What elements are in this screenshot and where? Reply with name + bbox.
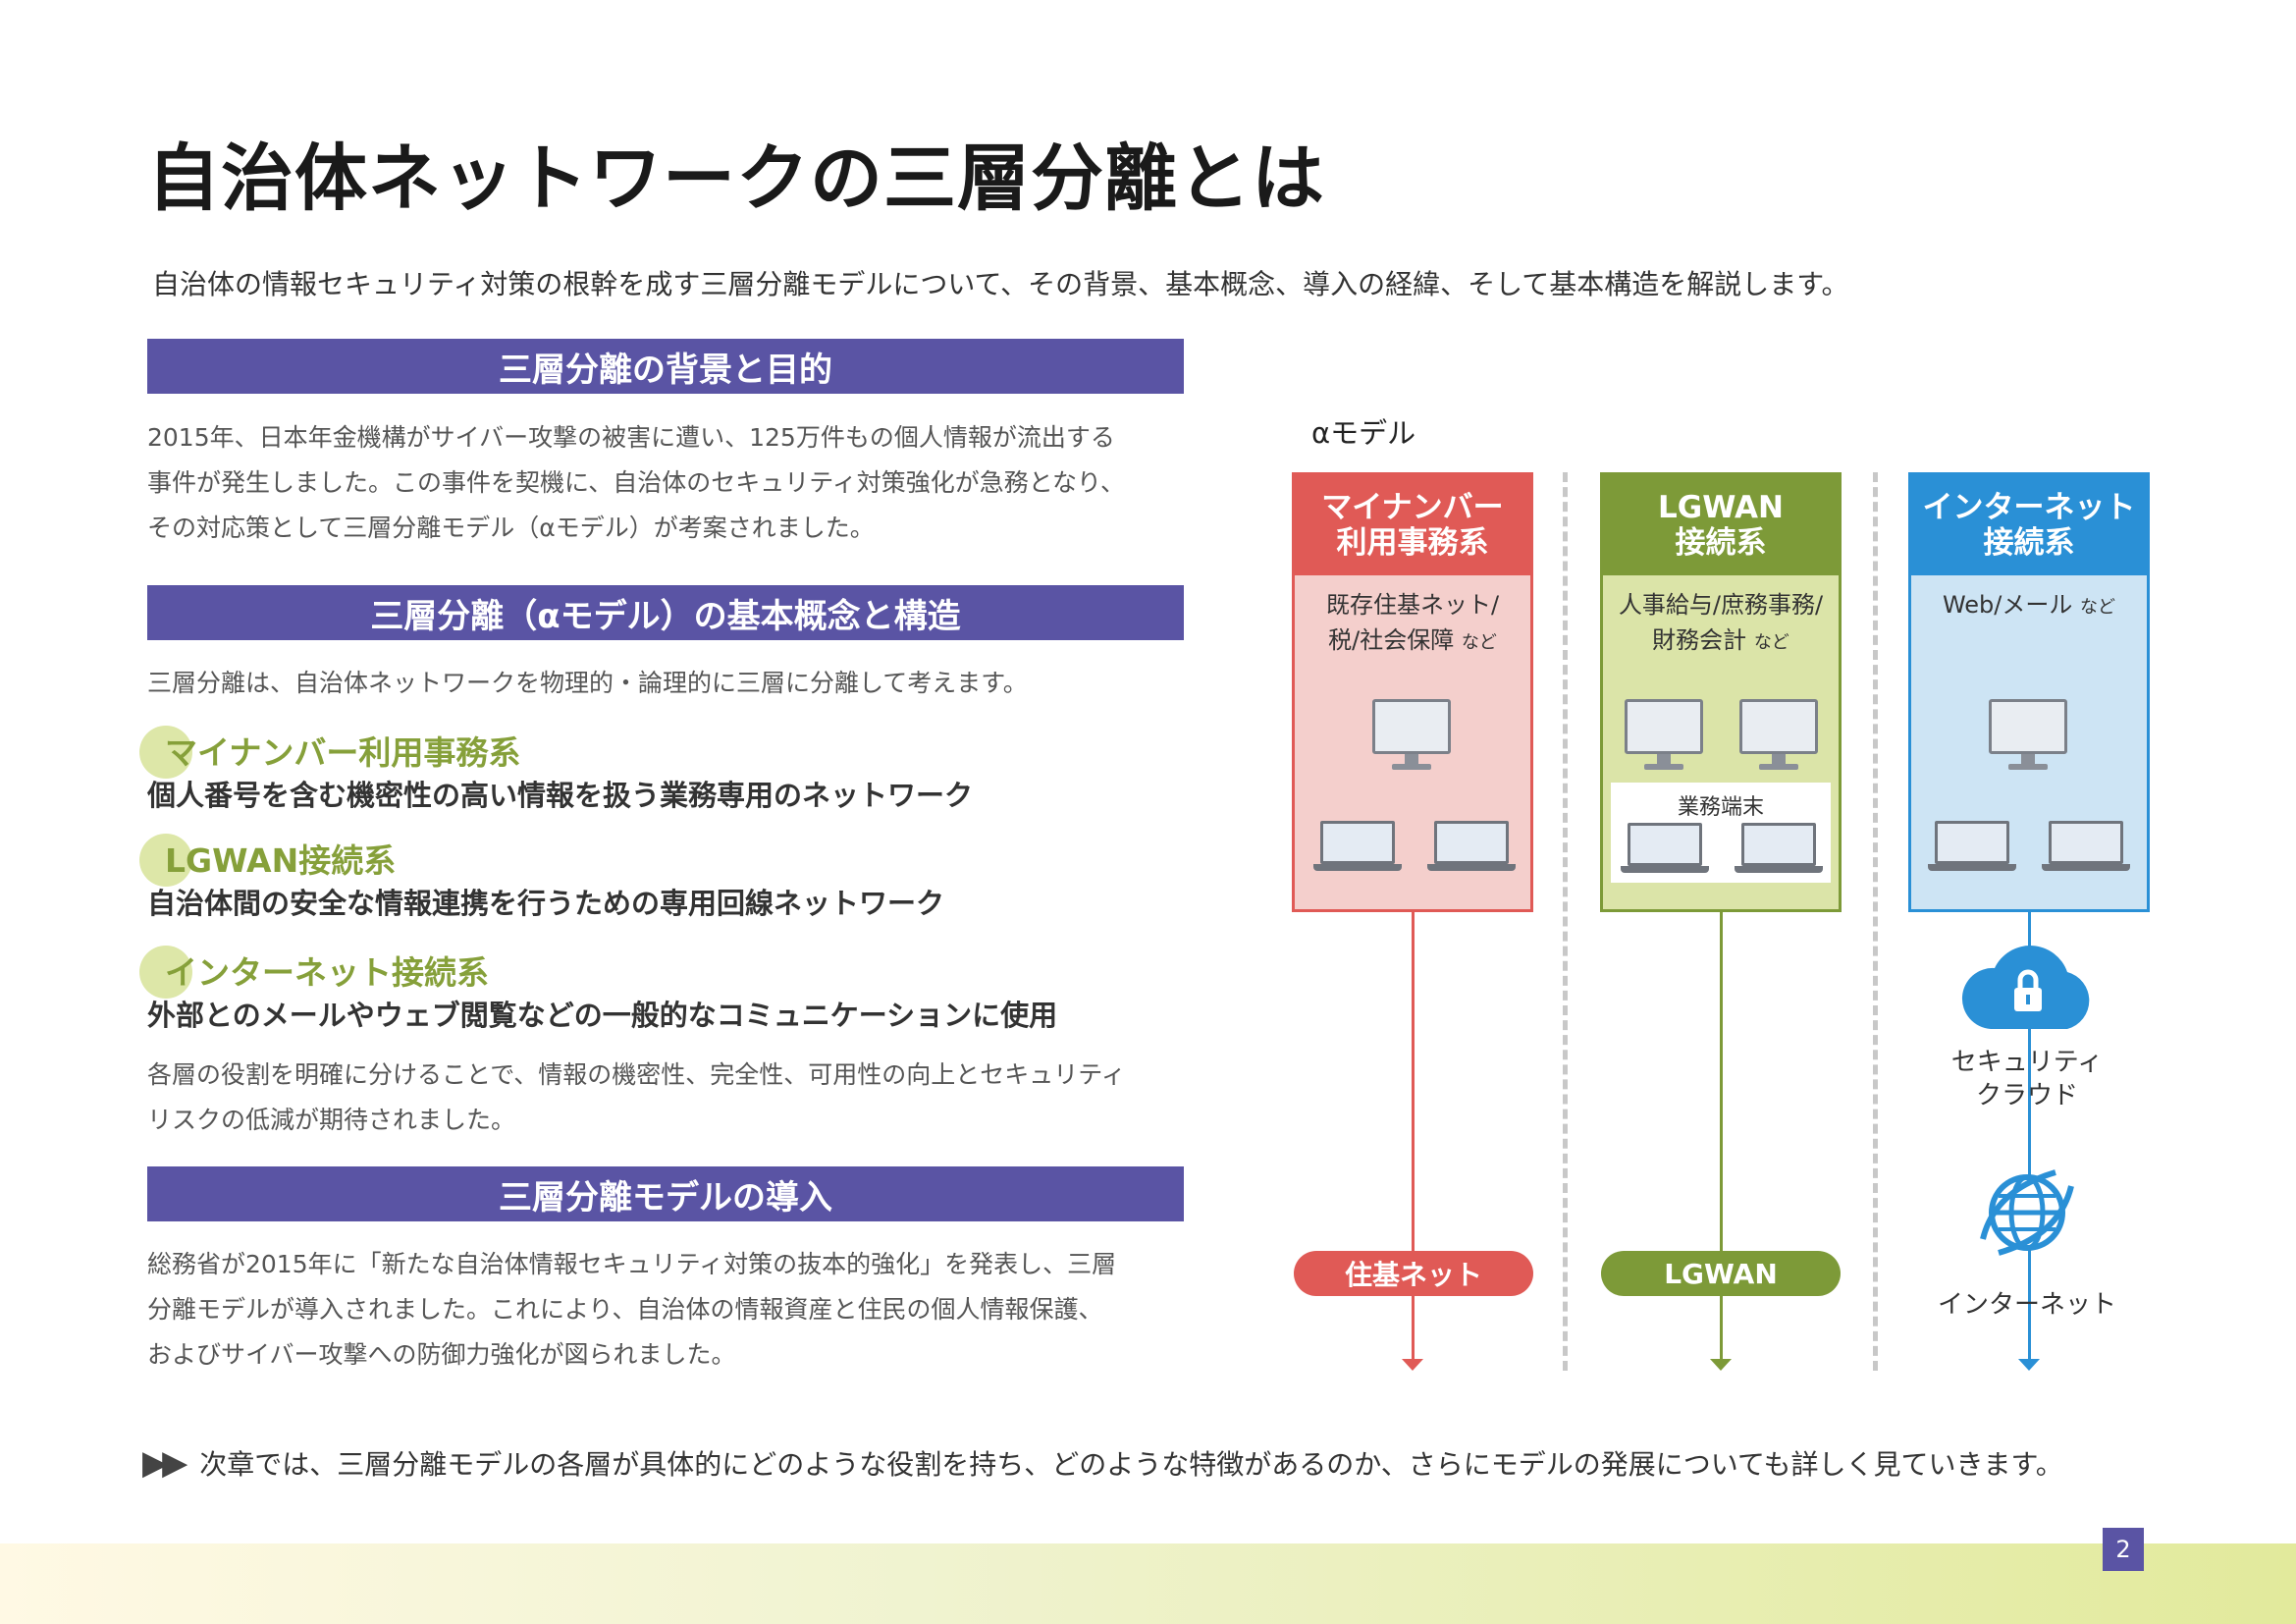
layer-desc: 外部とのメールやウェブ閲覧などの一般的なコミュニケーションに使用 xyxy=(147,999,1058,1032)
text-line: 2015年、日本年金機構がサイバー攻撃の被害に遭い、125万件もの個人情報が流出… xyxy=(147,423,1115,452)
monitor-icon xyxy=(1989,699,2067,774)
section-heading-introduction: 三層分離モデルの導入 xyxy=(147,1166,1184,1221)
page-title: 自治体ネットワークの三層分離とは xyxy=(147,136,1325,221)
arrow-down-icon xyxy=(2018,1359,2040,1371)
separator-line xyxy=(1563,472,1568,1371)
section-heading-text: 三層分離の背景と目的 xyxy=(499,350,832,390)
layer-name: マイナンバー利用事務系 xyxy=(139,726,1188,779)
layer-item-internet: インターネット接続系 外部とのメールやウェブ閲覧などの一般的なコミュニケーション… xyxy=(139,946,1188,1036)
layer-desc: 自治体間の安全な情報連携を行うための専用回線ネットワーク xyxy=(147,887,945,920)
cloud-lock-icon xyxy=(1961,946,2090,1029)
text-line: その対応策として三層分離モデル（αモデル）が考案されました。 xyxy=(147,514,875,542)
column-description: 人事給与/庶務事務/ 財務会計 など xyxy=(1618,591,1824,654)
layer-item-mynumber: マイナンバー利用事務系 個人番号を含む機密性の高い情報を扱う業務専用のネットワー… xyxy=(139,726,1188,816)
connector-line xyxy=(2028,912,2031,1359)
text-line: 分離モデルが導入されました。これにより、自治体の情報資産と住民の個人情報保護、 xyxy=(147,1295,1103,1324)
laptop-icon xyxy=(1313,821,1402,874)
text-line: リスクの低減が期待されました。 xyxy=(147,1106,516,1134)
footnote-text: 次章では、三層分離モデルの各層が具体的にどのような役割を持ち、どのような特徴があ… xyxy=(199,1448,2063,1481)
arrow-down-icon xyxy=(1710,1359,1732,1371)
section-heading-text: 三層分離モデルの導入 xyxy=(499,1177,832,1218)
laptop-icon xyxy=(1735,823,1823,876)
layer-item-lgwan: LGWAN接続系 自治体間の安全な情報連携を行うための専用回線ネットワーク xyxy=(139,834,1188,924)
column-internet: インターネット接続系 Web/メール など xyxy=(1908,472,2150,912)
layer-name: LGWAN接続系 xyxy=(139,834,1188,887)
column-description: 既存住基ネット/ 税/社会保障 など xyxy=(1325,591,1500,654)
text-line: 事件が発生しました。この事件を契機に、自治体のセキュリティ対策強化が急務となり、 xyxy=(147,468,1126,497)
page-number: 2 xyxy=(2103,1528,2144,1571)
concept-outro: 各層の役割を明確に分けることで、情報の機密性、完全性、可用性の向上とセキュリティ… xyxy=(147,1053,1188,1143)
section-heading-background: 三層分離の背景と目的 xyxy=(147,339,1184,394)
column-description: Web/メール など xyxy=(1942,591,2116,619)
layer-name: インターネット接続系 xyxy=(139,946,1188,999)
network-pill-lgwan: LGWAN xyxy=(1601,1251,1841,1296)
footer-band xyxy=(0,1543,2296,1624)
business-terminal-label: 業務端末 xyxy=(1677,795,1764,820)
text-line: 各層の役割を明確に分けることで、情報の機密性、完全性、可用性の向上とセキュリティ xyxy=(147,1060,1126,1089)
concept-intro: 三層分離は、自治体ネットワークを物理的・論理的に三層に分離して考えます。 xyxy=(147,661,1188,706)
diagram-label: αモデル xyxy=(1311,416,1416,450)
connector-line xyxy=(1412,912,1415,1359)
section-background-text: 2015年、日本年金機構がサイバー攻撃の被害に遭い、125万件もの個人情報が流出… xyxy=(147,415,1188,551)
column-header: マイナンバー利用事務系 xyxy=(1295,475,1530,575)
monitor-icon xyxy=(1372,699,1451,774)
text-line: およびサイバー攻撃への防御力強化が図られました。 xyxy=(147,1340,736,1369)
monitor-icon xyxy=(1739,699,1818,774)
internet-label: インターネット xyxy=(1937,1290,2116,1320)
column-header: インターネット接続系 xyxy=(1911,475,2147,575)
laptop-icon xyxy=(1621,823,1709,876)
laptop-icon xyxy=(2042,821,2130,874)
double-chevron-icon: ▶▶ xyxy=(142,1443,187,1483)
network-pill-juki: 住基ネット xyxy=(1294,1251,1533,1296)
monitor-icon xyxy=(1625,699,1703,774)
page-subtitle: 自治体の情報セキュリティ対策の根幹を成す三層分離モデルについて、その背景、基本概… xyxy=(152,268,1849,300)
footnote: ▶▶ 次章では、三層分離モデルの各層が具体的にどのような役割を持ち、どのような特… xyxy=(142,1443,2063,1483)
section-introduction-text: 総務省が2015年に「新たな自治体情報セキュリティ対策の抜本的強化」を発表し、三… xyxy=(147,1242,1188,1378)
connector-line xyxy=(1720,912,1723,1359)
globe-icon xyxy=(1980,1169,2074,1256)
laptop-icon xyxy=(1427,821,1516,874)
laptop-icon xyxy=(1928,821,2016,874)
layer-desc: 個人番号を含む機密性の高い情報を扱う業務専用のネットワーク xyxy=(147,779,974,812)
section-heading-text: 三層分離（αモデル）の基本概念と構造 xyxy=(370,596,961,636)
arrow-down-icon xyxy=(1402,1359,1423,1371)
security-cloud-label: セキュリティ クラウド xyxy=(1950,1048,2104,1110)
separator-line xyxy=(1873,472,1878,1371)
section-heading-concept: 三層分離（αモデル）の基本概念と構造 xyxy=(147,585,1184,640)
text-line: 三層分離は、自治体ネットワークを物理的・論理的に三層に分離して考えます。 xyxy=(147,669,1028,697)
text-line: 総務省が2015年に「新たな自治体情報セキュリティ対策の抜本的強化」を発表し、三… xyxy=(147,1250,1117,1278)
